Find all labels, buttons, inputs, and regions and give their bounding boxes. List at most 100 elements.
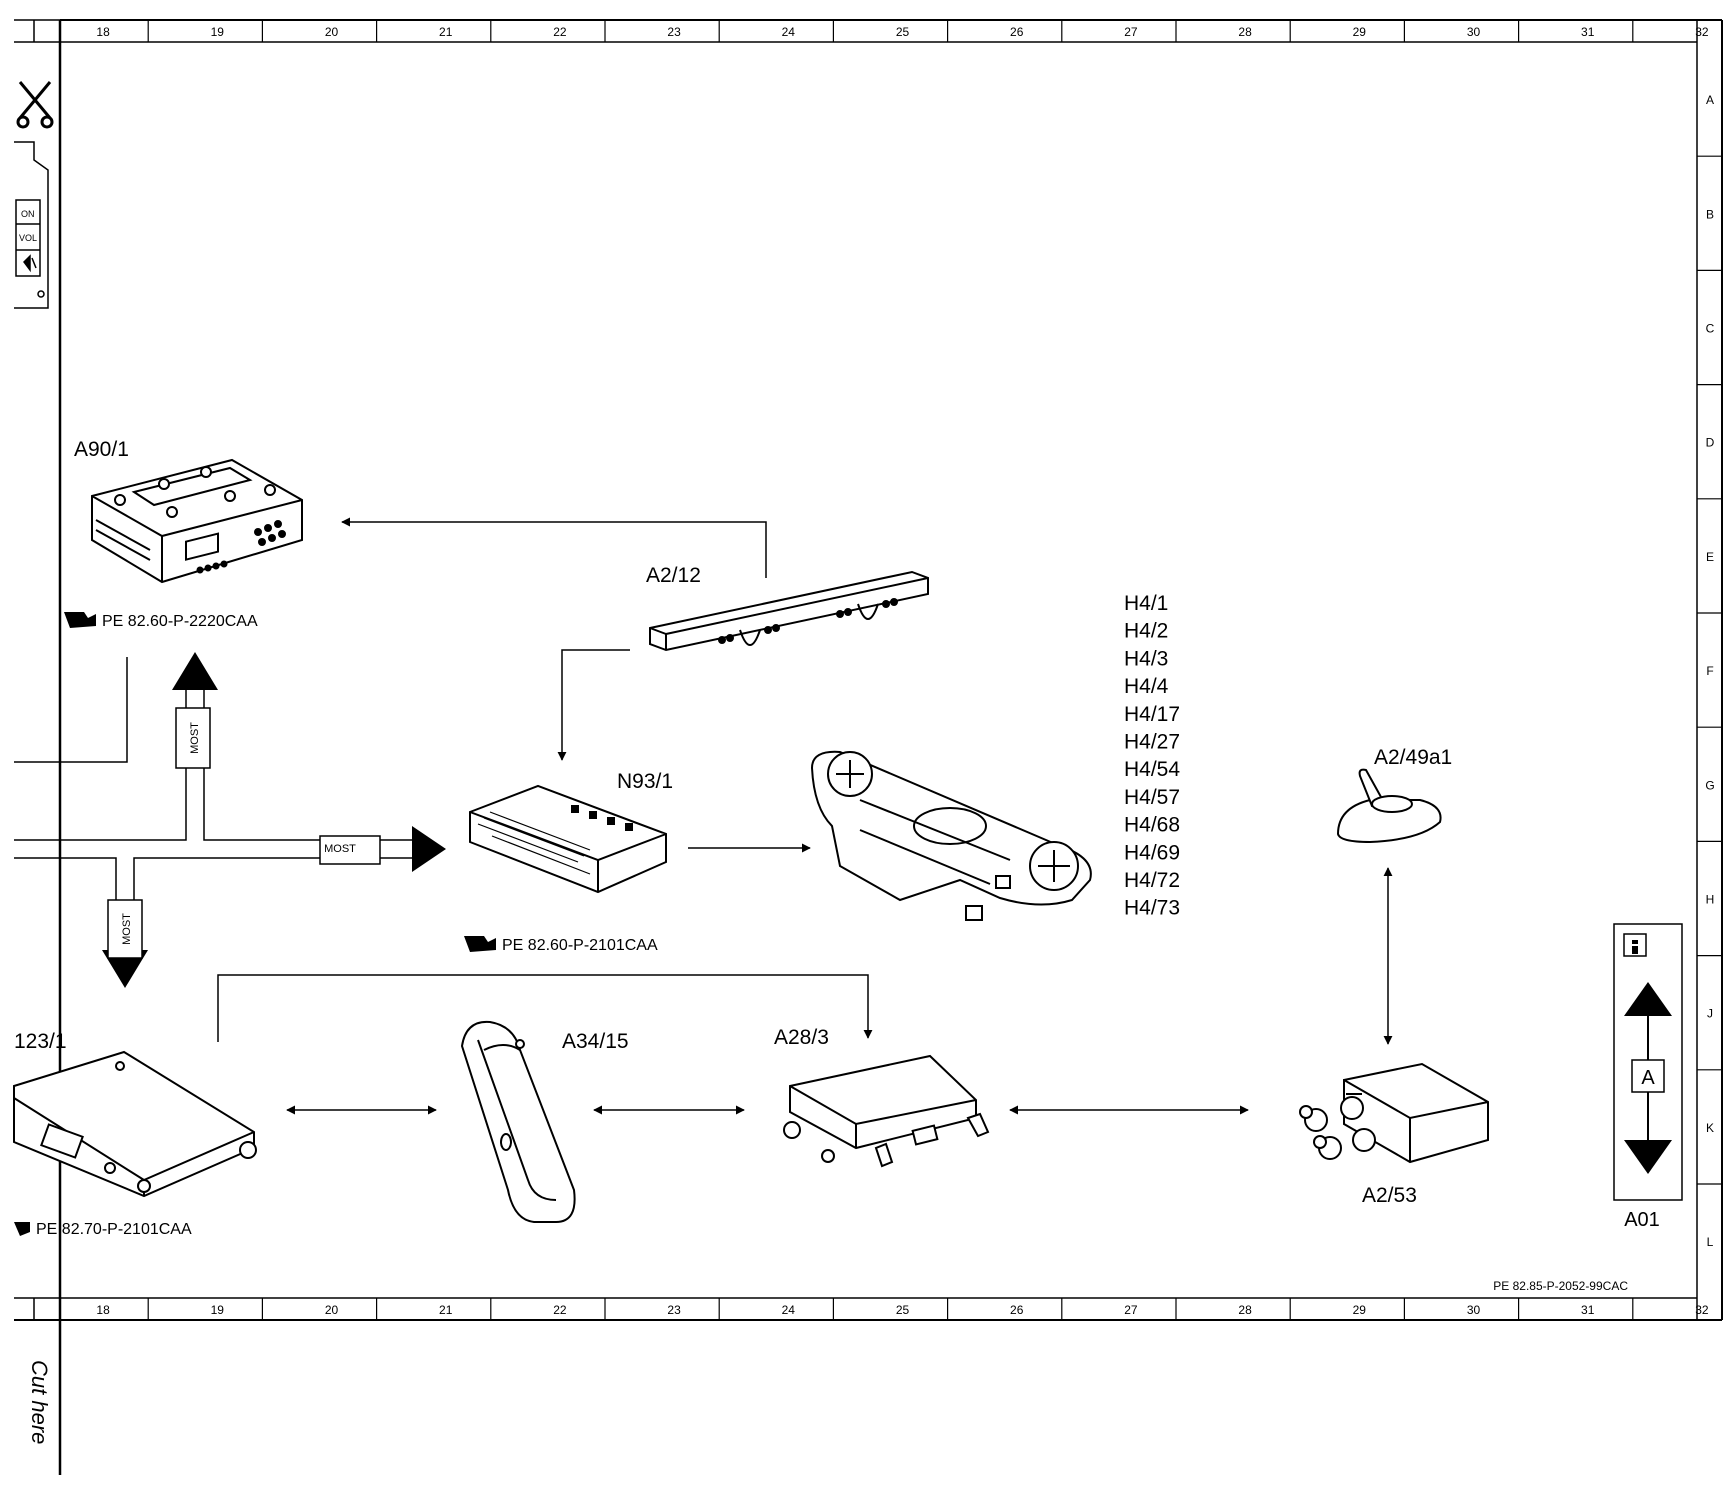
label-a2-53: A2/53 — [1362, 1184, 1417, 1207]
line-a2-12-to-a90-1 — [341, 517, 767, 578]
label-h4-item: H4/69 — [1124, 841, 1180, 864]
label-h4-item: H4/27 — [1124, 731, 1180, 754]
label-a2-12: A2/12 — [646, 564, 701, 587]
component-labels: A90/1 A2/12 N93/1 A2/49a1 123/1 A34/15 A… — [14, 438, 1452, 1207]
ref-a123-1: PE 82.70-P-2101CAA — [36, 1221, 192, 1238]
document-code: PE 82.85-P-2052-99CAC — [1493, 1279, 1628, 1293]
a123-1-control-unit-icon — [13, 1050, 257, 1198]
arrow-down-icon — [1624, 1140, 1672, 1174]
cut-here-label: Cut here — [27, 1360, 52, 1444]
a2-12-bar-icon — [649, 570, 929, 652]
label-h4-item: H4/68 — [1124, 814, 1180, 837]
most-label-right: MOST — [324, 843, 356, 855]
label-h4-item: H4/57 — [1124, 786, 1180, 809]
column-label: 24 — [782, 25, 796, 39]
info-box-code: A01 — [1624, 1209, 1660, 1231]
panel-label-vol: VOL — [19, 233, 37, 243]
column-label: 22 — [553, 25, 567, 39]
column-label: 21 — [439, 25, 453, 39]
column-label: 30 — [1467, 1303, 1481, 1317]
h4-component-list: H4/1H4/2H4/3H4/4H4/17H4/27H4/54H4/57H4/6… — [1124, 592, 1180, 920]
a28-3-module-icon — [783, 1054, 990, 1168]
column-label: 24 — [782, 1303, 796, 1317]
column-dividers — [147, 20, 1634, 1320]
column-label: 25 — [896, 25, 910, 39]
row-label: J — [1707, 1007, 1713, 1021]
row-label: A — [1706, 93, 1714, 107]
line-a2-12-to-n93-1 — [557, 649, 630, 761]
column-label: 20 — [325, 25, 339, 39]
column-label: 28 — [1238, 25, 1252, 39]
ref-pointer-icon-n93 — [464, 936, 496, 952]
info-box-letter: A — [1641, 1067, 1655, 1089]
row-label: G — [1705, 778, 1714, 792]
row-label: D — [1706, 436, 1715, 450]
most-bus — [14, 690, 412, 950]
row-label: C — [1706, 322, 1715, 336]
label-a34-15: A34/15 — [562, 1030, 629, 1053]
column-label: 20 — [325, 1303, 339, 1317]
column-labels-top: 18 19 20 21 22 23 24 25 26 27 28 29 30 31 32 — [96, 25, 1708, 39]
column-label: 32 — [1695, 25, 1709, 39]
row-label: L — [1707, 1235, 1714, 1249]
info-box: A — [1613, 923, 1683, 1201]
scissors-icon — [16, 81, 54, 129]
ref-pointer-icon-a123 — [14, 1222, 30, 1236]
info-icon — [1623, 933, 1647, 957]
most-label-boxes — [107, 707, 381, 959]
ref-a90-1: PE 82.60-P-2220CAA — [102, 613, 258, 630]
a34-15-phone-cradle-icon — [460, 1020, 576, 1223]
connections — [14, 517, 1393, 1115]
arrow-up-icon — [1624, 982, 1672, 1016]
label-h4-item: H4/73 — [1124, 897, 1180, 920]
column-label: 28 — [1238, 1303, 1252, 1317]
column-label: 31 — [1581, 1303, 1595, 1317]
label-h4-item: H4/72 — [1124, 869, 1180, 892]
column-label: 23 — [667, 25, 681, 39]
h4-speaker-housing-icon — [810, 750, 1092, 921]
column-label: 18 — [96, 1303, 110, 1317]
label-a90-1: A90/1 — [74, 438, 129, 461]
row-label: E — [1706, 550, 1714, 564]
column-label: 27 — [1124, 1303, 1138, 1317]
a2-49a1-antenna-icon — [1336, 768, 1442, 844]
column-label: 26 — [1010, 1303, 1024, 1317]
control-panel-icon: ON VOL — [14, 141, 49, 309]
most-arrow-right — [412, 826, 446, 872]
column-label: 27 — [1124, 25, 1138, 39]
most-arrowheads — [102, 652, 446, 988]
row-label: K — [1706, 1121, 1714, 1135]
ref-pointer-icon-a90 — [64, 612, 96, 628]
label-a123-1: 123/1 — [14, 1030, 67, 1053]
drawing-frame — [14, 19, 1723, 1475]
a90-1-unit-icon — [91, 458, 303, 584]
panel-label-on: ON — [21, 209, 35, 219]
column-label: 19 — [211, 1303, 225, 1317]
reference-callouts: PE 82.60-P-2220CAA PE 82.60-P-2101CAA PE… — [14, 612, 658, 1238]
column-label: 30 — [1467, 25, 1481, 39]
most-label-up: MOST — [189, 722, 201, 754]
column-label: 29 — [1353, 25, 1367, 39]
most-label-down: MOST — [121, 913, 133, 945]
column-label: 31 — [1581, 25, 1595, 39]
row-label: H — [1706, 893, 1715, 907]
column-label: 25 — [896, 1303, 910, 1317]
column-label: 26 — [1010, 25, 1024, 39]
line-a123-1-to-a28-3 — [217, 974, 873, 1042]
most-arrow-up — [172, 652, 218, 690]
label-n93-1: N93/1 — [617, 770, 673, 793]
column-label: 22 — [553, 1303, 567, 1317]
label-h4-item: H4/17 — [1124, 703, 1180, 726]
column-label: 21 — [439, 1303, 453, 1317]
label-h4-item: H4/3 — [1124, 647, 1168, 670]
a2-53-connector-icon — [1299, 1062, 1489, 1164]
label-h4-item: H4/54 — [1124, 758, 1180, 781]
label-a28-3: A28/3 — [774, 1026, 829, 1049]
label-a2-49a1: A2/49a1 — [1374, 746, 1452, 769]
line-a90-1-left — [14, 657, 128, 763]
column-label: 19 — [211, 25, 225, 39]
column-label: 18 — [96, 25, 110, 39]
